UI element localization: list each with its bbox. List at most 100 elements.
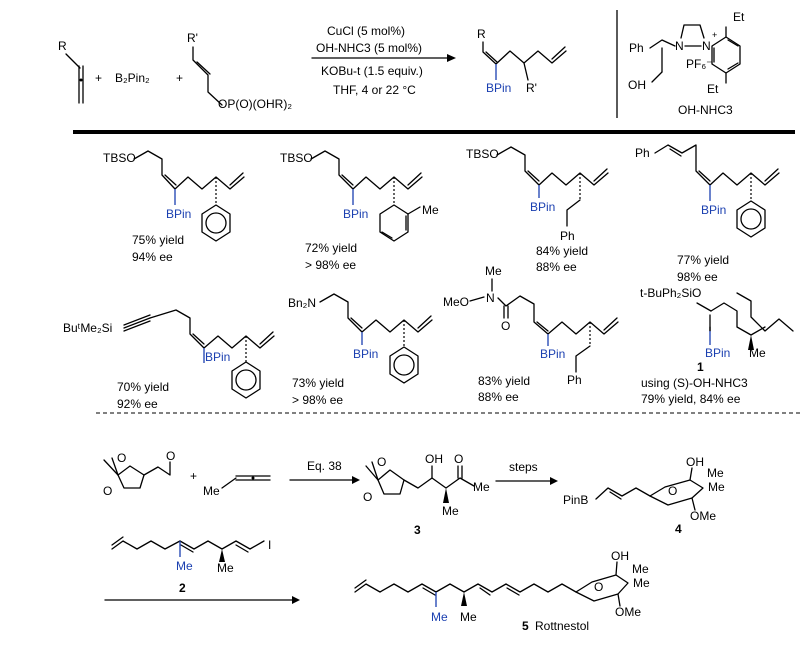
p5-alkyne <box>123 317 151 329</box>
p7-o: O <box>501 319 510 333</box>
syn-label-4: 4 <box>675 522 682 536</box>
syn-plus: + <box>190 469 197 483</box>
catalyst-n1: N <box>675 39 684 53</box>
catalyst-plus: + <box>712 30 717 40</box>
catalyst-name: OH-NHC3 <box>678 103 733 117</box>
condition-nhc: OH-NHC3 (5 mol%) <box>316 41 422 55</box>
product-rprime: R' <box>526 81 537 95</box>
p4-bpin: BPin <box>701 203 726 217</box>
rot-label-5: 5 <box>522 619 529 633</box>
p8-bpin: BPin <box>705 346 730 360</box>
p1-yield: 75% yield <box>132 233 184 247</box>
syn3-o-2: O <box>363 490 372 504</box>
rot-me-1: Me <box>632 562 649 576</box>
syn4-pinb: PinB <box>563 493 588 507</box>
product-3: TBSO BPin Ph 84% yield 88% ee <box>466 146 609 274</box>
p1-tbso: TBSO <box>103 151 136 165</box>
rot-me: Me <box>460 610 477 624</box>
p2-bpin: BPin <box>343 207 368 221</box>
phosphate-label: OP(O)(OHR)₂ <box>218 97 292 111</box>
p7-n: N <box>486 291 495 305</box>
plus-2: + <box>176 71 183 85</box>
syn4-me-1: Me <box>707 466 724 480</box>
allyl-chain <box>192 46 223 106</box>
p4-ee: 98% ee <box>677 270 718 284</box>
rot-name: Rottnestol <box>535 619 589 633</box>
product-5: BuᵗMe₂Si BPin 70% yield 92% ee <box>63 309 275 411</box>
p5-bpin: BPin <box>205 350 230 364</box>
rot-me-2: Me <box>633 576 650 590</box>
syn3-o-ketone: O <box>454 452 463 466</box>
product-2: TBSO BPin Me 72% yield > 98% ee <box>280 150 439 272</box>
p8-number: 1 <box>697 360 704 374</box>
catalyst-structure: Ph OH N N + PF₆⁻ Et Et OH-NHC3 <box>628 10 745 117</box>
syn3-o-1: O <box>377 455 386 469</box>
p3-ee: 88% ee <box>536 260 577 274</box>
p7-yield: 83% yield <box>478 374 530 388</box>
syn3-me-ketone: Me <box>473 480 490 494</box>
allene-center-dot <box>79 78 83 82</box>
condition-cucl: CuCl (5 mol%) <box>327 24 405 38</box>
catalyst-ph: Ph <box>629 41 644 55</box>
product-6: Bn₂N BPin 73% yield > 98% ee <box>288 293 433 407</box>
catalyst-pf6: PF₆⁻ <box>686 57 713 71</box>
rottnestol-chain <box>354 583 577 593</box>
syn2-chain <box>111 540 265 550</box>
p3-bpin: BPin <box>530 200 555 214</box>
syn-o-1: O <box>117 451 126 465</box>
syn-label-2: 2 <box>179 581 186 595</box>
p8-yield-ee: 79% yield, 84% ee <box>641 392 741 406</box>
p6-bn2n: Bn₂N <box>288 296 316 310</box>
syn2-me: Me <box>217 561 234 575</box>
p5-yield: 70% yield <box>117 380 169 394</box>
rot-ome: OMe <box>615 605 641 619</box>
rot-me-blue: Me <box>431 610 448 624</box>
p4-ph: Ph <box>635 146 650 160</box>
product-bpin: BPin <box>486 81 511 95</box>
syn4-oh: OH <box>686 455 704 469</box>
rot-oh: OH <box>611 549 629 563</box>
product-1: TBSO BPin 75% yield 94% ee <box>103 150 245 264</box>
allyl-rprime-label: R' <box>187 31 198 45</box>
p3-tbso: TBSO <box>466 147 499 161</box>
p8-silyl: t-BuPh₂SiO <box>640 286 701 300</box>
product-8: t-BuPh₂SiO BPin Me 1 using (S)-OH-NHC3 7… <box>640 286 794 406</box>
syn-label-3: 3 <box>414 523 421 537</box>
p2-tbso: TBSO <box>280 151 313 165</box>
syn4-ome: OMe <box>690 509 716 523</box>
syn3-me: Me <box>442 504 459 518</box>
p8-me: Me <box>749 346 766 360</box>
syn3-oh: OH <box>425 452 443 466</box>
p2-ee: > 98% ee <box>305 258 356 272</box>
syn-me-allene: Me <box>203 484 220 498</box>
syn2-iodide: I <box>268 538 271 552</box>
p2-yield: 72% yield <box>305 241 357 255</box>
plus-1: + <box>95 71 102 85</box>
product-chain <box>482 41 567 65</box>
p2-me: Me <box>422 203 439 217</box>
syn2-me-blue: Me <box>176 559 193 573</box>
catalyst-et-bottom: Et <box>707 82 719 96</box>
p7-bpin: BPin <box>540 347 565 361</box>
condition-base: KOBu-t (1.5 equiv.) <box>321 64 423 78</box>
general-reaction: R + B₂Pin₂ + R' OP(O)(OHR)₂ CuCl (5 mol%… <box>58 10 745 118</box>
p6-yield: 73% yield <box>292 376 344 390</box>
p7-ee: 88% ee <box>478 390 519 404</box>
imidazolinium-ring <box>680 24 705 39</box>
aryl-ring <box>711 36 741 74</box>
syn-o-2: O <box>103 484 112 498</box>
p7-me: Me <box>485 264 502 278</box>
p6-ee: > 98% ee <box>292 393 343 407</box>
p3-yield: 84% yield <box>536 244 588 258</box>
syn4-me-2: Me <box>708 480 725 494</box>
p4-yield: 77% yield <box>677 253 729 267</box>
p8-note: using (S)-OH-NHC3 <box>641 376 748 390</box>
p1-ee: 94% ee <box>132 250 173 264</box>
syn-steps: steps <box>509 460 538 474</box>
allene-r-label: R <box>58 39 67 53</box>
allene-bond <box>65 53 81 69</box>
catalyst-oh: OH <box>628 78 646 92</box>
product-4: Ph BPin 77% yield 98% ee <box>635 144 780 284</box>
syn-o-ald: O <box>166 449 175 463</box>
